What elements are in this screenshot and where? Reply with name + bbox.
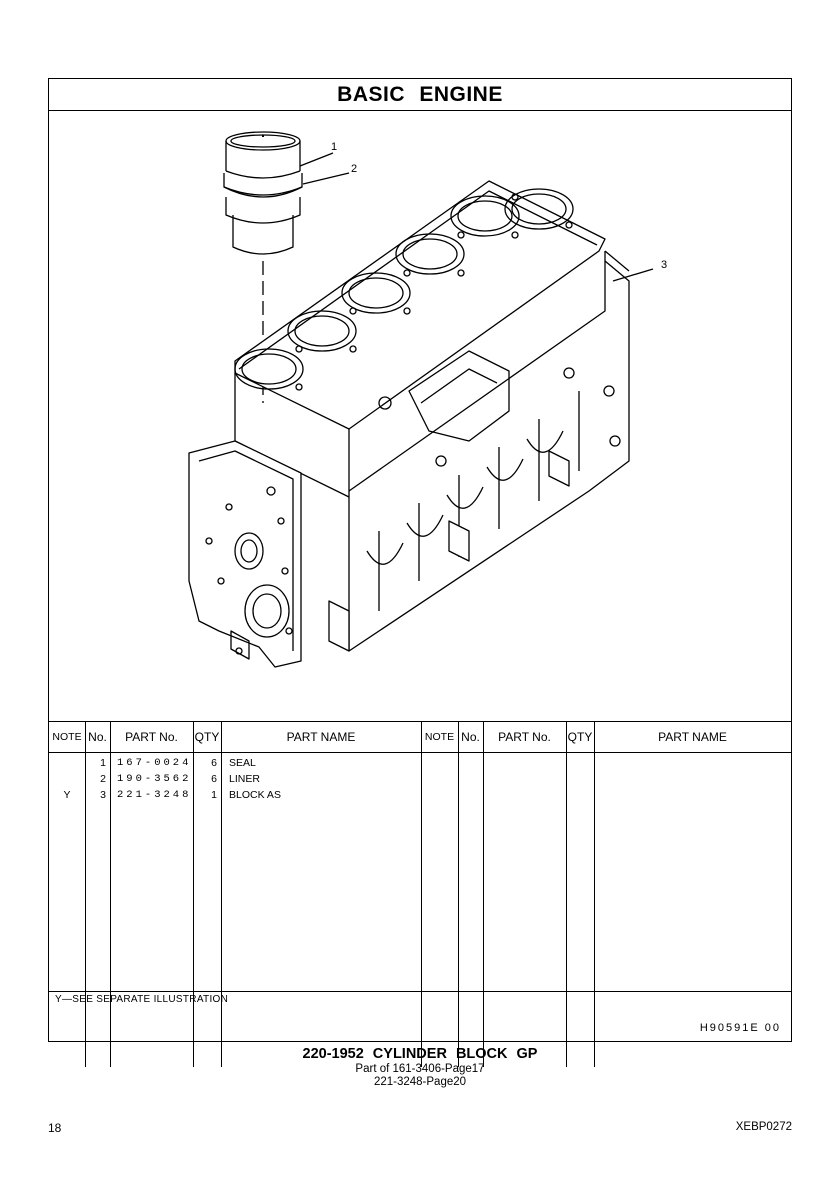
row-part-name: BLOCK AS — [229, 789, 281, 801]
callout-1: 1 — [331, 141, 338, 153]
footnote: Y—SEE SEPARATE ILLUSTRATION — [55, 994, 229, 1005]
header-note: NOTE — [52, 731, 82, 743]
row-part-no: 221-3248 — [117, 789, 192, 801]
section-title: BASIC ENGINE — [337, 82, 503, 106]
block-top-deck — [234, 180, 606, 430]
leader-line-1 — [299, 152, 334, 167]
table-row: 1 167-0024 6 SEAL — [49, 755, 791, 771]
row-no: 3 — [100, 789, 106, 801]
row-part-no: 190-3562 — [117, 773, 192, 785]
cylinder-block-drawing — [188, 131, 654, 668]
callout-3: 3 — [661, 259, 668, 271]
illustration-code: H90591E 00 — [699, 1022, 781, 1034]
cross-reference-2: 221-3248-Page20 — [373, 1076, 467, 1088]
parts-sheet-frame: BASIC ENGINE — [48, 78, 792, 1067]
liner-drawing — [223, 131, 303, 255]
block-side-wall — [234, 250, 630, 652]
header-qty-right: QTY — [567, 730, 593, 744]
group-title: 220-1952 CYLINDER BLOCK GP — [302, 1046, 538, 1062]
header-qty: QTY — [194, 730, 220, 744]
row-note: Y — [63, 789, 71, 801]
header-no-right: No. — [461, 730, 480, 744]
header-no: No. — [88, 730, 107, 744]
row-part-name: SEAL — [229, 757, 256, 769]
table-row: Y 3 221-3248 1 BLOCK AS — [49, 787, 791, 803]
page-number: 18 — [48, 1121, 62, 1135]
engine-block-illustration: 1 2 3 — [49, 111, 791, 721]
row-no: 2 — [100, 773, 106, 785]
header-part-no-right: PART No. — [498, 730, 551, 744]
row-part-name: LINER — [229, 773, 260, 785]
header-part-no: PART No. — [125, 730, 178, 744]
header-part-name: PART NAME — [286, 730, 356, 744]
row-note — [49, 755, 85, 771]
leader-line-2 — [302, 172, 350, 185]
row-no: 1 — [100, 757, 106, 769]
footnote-divider — [49, 991, 791, 992]
parts-table: NOTE No. PART No. QTY PART NAME NOTE No.… — [49, 721, 791, 1067]
row-qty: 1 — [211, 789, 217, 801]
leader-line-3 — [612, 268, 654, 282]
row-qty: 6 — [211, 757, 217, 769]
table-header-row — [49, 721, 791, 753]
cross-reference-1: Part of 161-3406-Page17 — [355, 1063, 485, 1075]
document-code: XEBP0272 — [735, 1121, 792, 1133]
row-part-no: 167-0024 — [117, 757, 192, 769]
row-note — [49, 771, 85, 787]
header-note-right: NOTE — [424, 731, 455, 743]
header-part-name-right: PART NAME — [658, 730, 727, 744]
block-front-face — [188, 440, 302, 668]
callout-2: 2 — [351, 163, 358, 175]
section-title-band: BASIC ENGINE — [49, 79, 791, 111]
row-qty: 6 — [211, 773, 217, 785]
table-row: 2 190-3562 6 LINER — [49, 771, 791, 787]
